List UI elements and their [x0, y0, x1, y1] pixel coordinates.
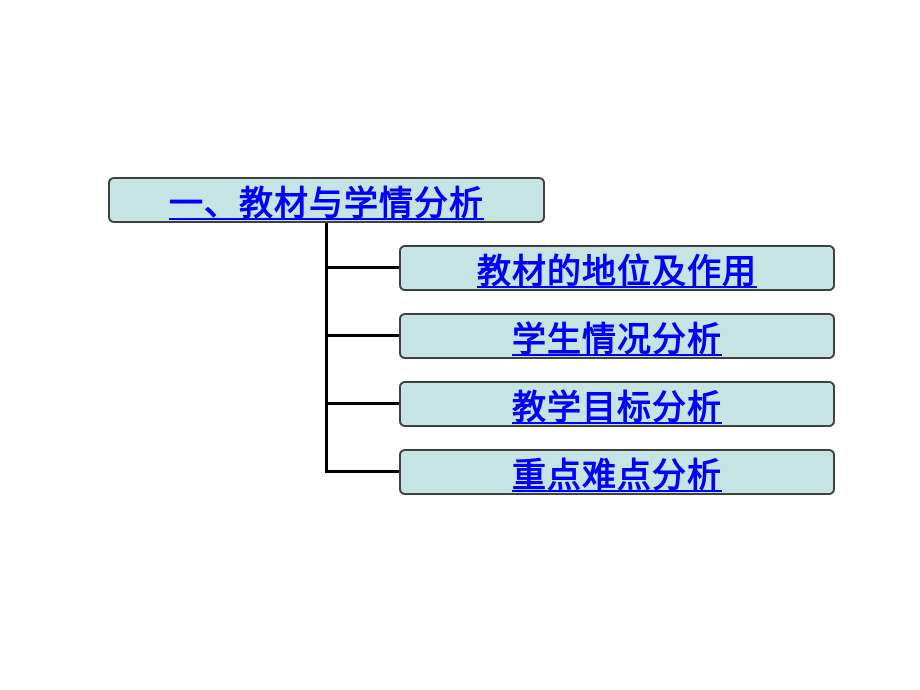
root-topic-link[interactable]: 一、教材与学情分析: [108, 177, 545, 224]
branch-connector-1: [325, 266, 399, 269]
subtopic-link-student-analysis[interactable]: 学生情况分析: [399, 313, 835, 360]
branch-connector-3: [325, 402, 399, 405]
subtopic-link-teaching-goals[interactable]: 教学目标分析: [399, 381, 835, 428]
branch-connector-4: [325, 470, 399, 473]
subtopic-link-textbook-role[interactable]: 教材的地位及作用: [399, 245, 835, 292]
subtopic-link-key-difficulties[interactable]: 重点难点分析: [399, 449, 835, 496]
tree-trunk-connector: [325, 223, 328, 473]
branch-connector-2: [325, 334, 399, 337]
